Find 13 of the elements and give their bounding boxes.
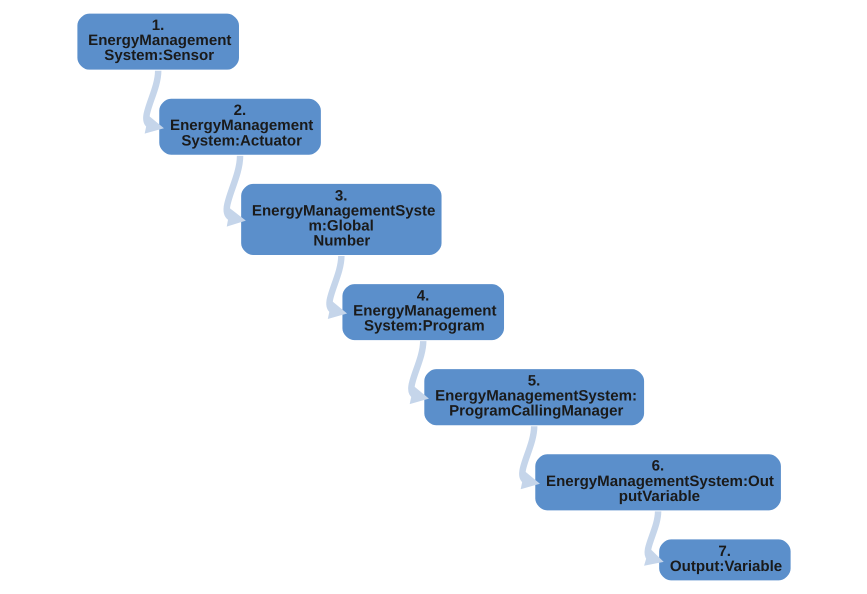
node-box: 7. Output:Variable <box>656 537 792 582</box>
arrow <box>326 256 347 319</box>
arrow <box>644 511 664 566</box>
node-box: 2. EnergyManagement System:Actuator <box>156 96 323 157</box>
arrow <box>518 426 540 490</box>
node-box: 5. EnergyManagementSystem: ProgramCallingManager <box>422 367 646 428</box>
node-box: 3. EnergyManagementSyste m:Global Number <box>238 182 444 258</box>
node-box: 1. EnergyManagement System:Sensor <box>74 12 241 72</box>
node-box: 4. EnergyManagement System:Program <box>340 282 506 342</box>
node-box: 6. EnergyManagementSystem:Out putVariable <box>532 452 783 512</box>
arrow <box>223 156 246 227</box>
arrow <box>142 70 164 134</box>
arrow <box>408 340 428 404</box>
